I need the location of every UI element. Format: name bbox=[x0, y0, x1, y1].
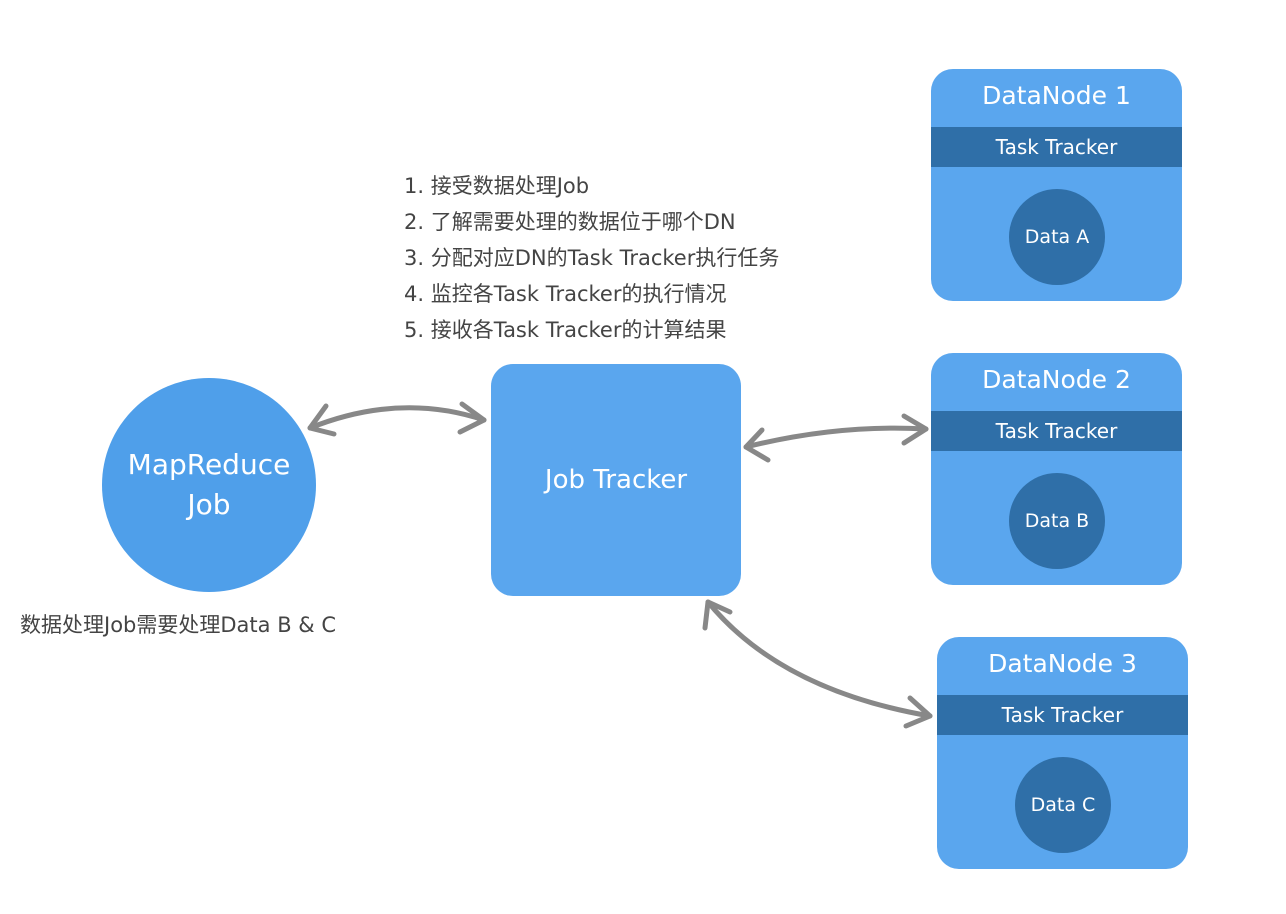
datanode-title: DataNode 2 bbox=[982, 365, 1131, 394]
task-tracker-bar: Task Tracker bbox=[931, 411, 1182, 451]
data-block: Data C bbox=[1015, 757, 1111, 853]
arrow-jobtracker-to-datanode3 bbox=[702, 599, 933, 729]
job-tracker-responsibilities: 1. 接受数据处理Job 2. 了解需要处理的数据位于哪个DN 3. 分配对应D… bbox=[404, 168, 779, 348]
job-caption: 数据处理Job需要处理Data B & C bbox=[20, 613, 336, 637]
datanode-3: DataNode 3 Task Tracker Data C bbox=[937, 637, 1188, 869]
step-item: 3. 分配对应DN的Task Tracker执行任务 bbox=[404, 246, 780, 270]
mapreduce-job-label-line1: MapReduce bbox=[127, 448, 291, 481]
job-tracker-label: Job Tracker bbox=[544, 465, 688, 495]
datanode-2: DataNode 2 Task Tracker Data B bbox=[931, 353, 1182, 585]
mapreduce-job-label-line2: Job bbox=[187, 488, 231, 521]
arrow-job-to-jobtracker bbox=[307, 401, 487, 437]
step-item: 4. 监控各Task Tracker的执行情况 bbox=[404, 282, 727, 306]
datanode-title: DataNode 1 bbox=[982, 81, 1131, 110]
task-tracker-bar: Task Tracker bbox=[931, 127, 1182, 167]
data-block-label: Data B bbox=[1024, 510, 1090, 532]
step-item: 2. 了解需要处理的数据位于哪个DN bbox=[404, 210, 736, 234]
task-tracker-bar: Task Tracker bbox=[937, 695, 1188, 735]
data-block-label: Data A bbox=[1024, 226, 1090, 248]
job-tracker-node: Job Tracker bbox=[491, 364, 741, 596]
datanode-title: DataNode 3 bbox=[988, 649, 1137, 678]
mapreduce-job-node: MapReduce Job bbox=[102, 378, 316, 592]
data-block: Data B bbox=[1009, 473, 1105, 569]
data-block-label: Data C bbox=[1030, 794, 1096, 816]
arrow-jobtracker-to-datanode2 bbox=[743, 413, 929, 463]
step-item: 5. 接收各Task Tracker的计算结果 bbox=[404, 318, 727, 342]
data-block: Data A bbox=[1009, 189, 1105, 285]
step-item: 1. 接受数据处理Job bbox=[404, 174, 590, 198]
datanode-1: DataNode 1 Task Tracker Data A bbox=[931, 69, 1182, 301]
